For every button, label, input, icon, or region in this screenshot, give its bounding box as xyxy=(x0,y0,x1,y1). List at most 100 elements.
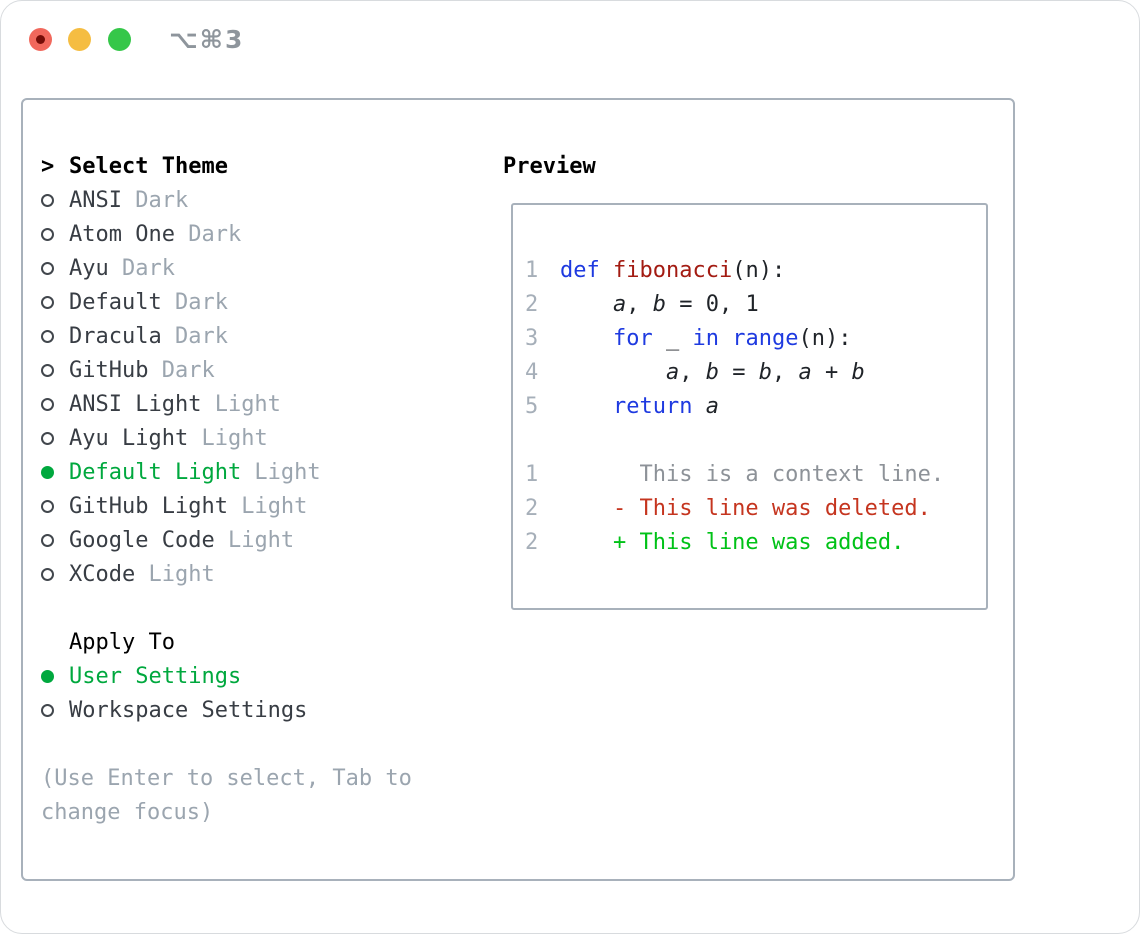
radio-circle xyxy=(41,669,54,683)
preview-line: 2 + This line was added. xyxy=(525,525,986,559)
code-token: b xyxy=(652,291,666,317)
theme-name-label: Google Code xyxy=(69,527,215,553)
radio-circle xyxy=(41,397,54,411)
line-number: 5 xyxy=(525,393,539,419)
apply-to-title: Apply To xyxy=(69,629,175,655)
theme-option[interactable]: GitHub Dark xyxy=(41,353,491,387)
theme-option[interactable]: Default Dark xyxy=(41,285,491,319)
theme-variant-label: Light xyxy=(135,561,215,587)
code-token: fibonacci xyxy=(613,257,733,283)
theme-option[interactable]: GitHub Light Light xyxy=(41,489,491,523)
code-token: for xyxy=(612,325,653,351)
theme-option[interactable]: Ayu Dark xyxy=(41,251,491,285)
radio-icon xyxy=(41,193,69,207)
preview-line: 3 for _ in range(n): xyxy=(525,321,986,355)
theme-option[interactable]: XCode Light xyxy=(41,557,491,591)
hint-line: change focus) xyxy=(41,799,214,825)
apply-to-header: Apply To xyxy=(41,625,491,659)
minimize-window-button[interactable] xyxy=(68,28,91,51)
radio-circle xyxy=(41,193,54,207)
preview-line: 2 - This line was deleted. xyxy=(525,491,986,525)
radio-icon xyxy=(41,703,69,717)
theme-variant-label: Dark xyxy=(161,323,228,349)
radio-circle xyxy=(41,703,54,717)
hint-text: (Use Enter to select, Tab to change focus… xyxy=(41,761,491,829)
theme-option[interactable]: Atom One Dark xyxy=(41,217,491,251)
theme-option[interactable]: ANSI Light Light xyxy=(41,387,491,421)
apply-to-option[interactable]: User Settings xyxy=(41,659,491,693)
code-token: a xyxy=(612,291,627,317)
code-token: (n): xyxy=(798,325,852,351)
theme-option[interactable]: ANSI Dark xyxy=(41,183,491,217)
radio-icon xyxy=(41,227,69,241)
line-number: 2 xyxy=(525,495,539,521)
radio-icon xyxy=(41,295,69,309)
radio-icon xyxy=(41,499,69,513)
theme-variant-label: Dark xyxy=(161,289,228,315)
theme-option[interactable]: Default Light Light xyxy=(41,455,491,489)
theme-name-label: ANSI xyxy=(69,187,122,213)
code-token: (n): xyxy=(732,257,786,283)
theme-option[interactable]: Google Code Light xyxy=(41,523,491,557)
radio-circle xyxy=(41,465,54,479)
theme-picker-title: Select Theme xyxy=(69,153,228,179)
line-number: 2 xyxy=(525,291,539,317)
theme-option[interactable]: Ayu Light Light xyxy=(41,421,491,455)
code-token xyxy=(560,394,613,419)
radio-circle xyxy=(41,329,54,343)
radio-circle xyxy=(41,431,54,445)
radio-circle xyxy=(41,295,54,309)
preview-line: 4 a, b = b, a + b xyxy=(525,355,986,389)
line-number: 4 xyxy=(525,359,539,385)
theme-name-label: Default xyxy=(69,289,162,315)
apply-to-label: User Settings xyxy=(69,663,242,689)
code-token: a xyxy=(798,359,812,385)
preview-title: Preview xyxy=(503,153,596,179)
code-token: = 0, 1 xyxy=(665,291,759,317)
theme-name-label: GitHub xyxy=(69,357,149,383)
code-token xyxy=(719,326,732,351)
theme-name-label: Ayu xyxy=(69,255,109,281)
code-token: a xyxy=(665,359,680,385)
line-number: 3 xyxy=(525,325,539,351)
theme-picker-header: > Select Theme xyxy=(41,149,491,183)
theme-variant-label: Dark xyxy=(121,187,189,213)
code-token: b xyxy=(705,359,719,385)
code-token: - This line was deleted. xyxy=(560,495,931,521)
radio-circle xyxy=(41,227,54,241)
theme-variant-label: Light xyxy=(214,527,295,553)
code-token: This is a context line. xyxy=(560,461,945,487)
code-token xyxy=(560,360,666,385)
code-token: b xyxy=(758,359,772,385)
line-number: 2 xyxy=(525,529,539,555)
zoom-window-button[interactable] xyxy=(108,28,131,51)
radio-selected-icon xyxy=(41,669,69,683)
hint-line: (Use Enter to select, Tab to xyxy=(41,765,412,791)
code-token: return xyxy=(612,393,693,419)
radio-icon xyxy=(41,431,69,445)
preview-line: 2 a, b = 0, 1 xyxy=(525,287,986,321)
code-token xyxy=(560,326,613,351)
theme-variant-label: Dark xyxy=(148,357,215,383)
theme-name-label: Dracula xyxy=(69,323,162,349)
preview-line: 5 return a xyxy=(525,389,986,423)
prompt-icon: > xyxy=(41,153,55,179)
code-token: = xyxy=(718,359,759,385)
apply-to-label: Workspace Settings xyxy=(69,697,308,723)
theme-option[interactable]: Dracula Dark xyxy=(41,319,491,353)
code-token xyxy=(600,258,613,283)
apply-to-option[interactable]: Workspace Settings xyxy=(41,693,491,727)
radio-circle xyxy=(41,363,54,377)
close-window-button[interactable] xyxy=(29,28,52,51)
radio-circle xyxy=(41,567,54,581)
radio-icon xyxy=(41,397,69,411)
diff-preview: 1 This is a context line.2 - This line w… xyxy=(525,457,986,559)
theme-name-label: XCode xyxy=(69,561,136,587)
code-token xyxy=(560,292,613,317)
